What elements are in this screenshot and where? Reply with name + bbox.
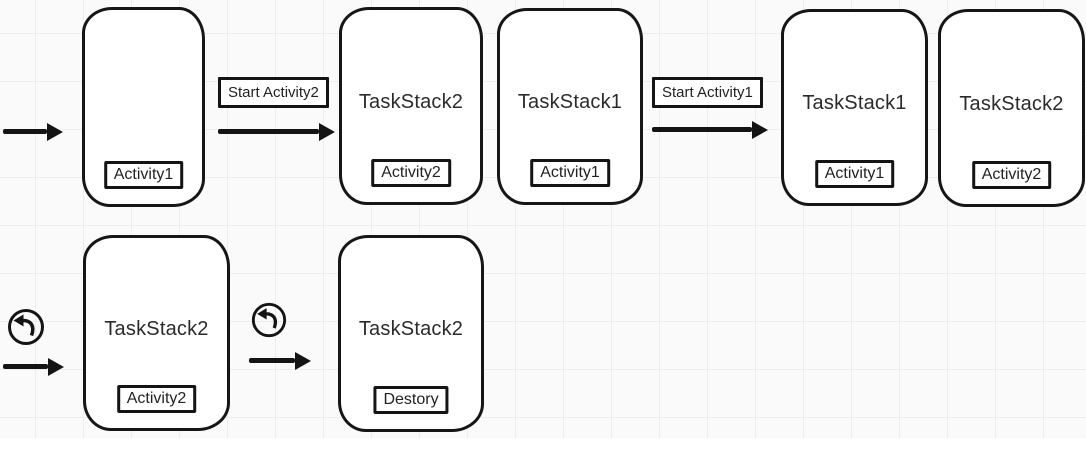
transition-label: Start Activity2 — [218, 77, 329, 108]
flow-arrow — [652, 127, 752, 132]
activity-chip: Activity2 — [116, 385, 197, 413]
activity-chip: Activity1 — [814, 160, 895, 188]
task-stack-title: TaskStack2 — [104, 317, 209, 340]
transition-label: Start Activity1 — [652, 77, 763, 108]
task-stack-title: TaskStack2 — [959, 92, 1064, 115]
activity-chip: Activity2 — [371, 159, 451, 187]
flow-arrow — [3, 364, 48, 369]
task-stack-box: TaskStack2 Activity2 — [938, 9, 1085, 207]
task-stack-box: Activity1 — [82, 7, 205, 207]
task-stack-box: TaskStack2 Activity2 — [83, 235, 230, 431]
flow-arrow — [218, 129, 319, 134]
task-stack-title: TaskStack1 — [517, 91, 623, 114]
flow-arrow — [249, 358, 295, 363]
activity-chip: Activity1 — [103, 161, 184, 189]
back-arrow-icon — [8, 309, 44, 345]
entry-arrow — [3, 129, 47, 134]
task-stack-title: TaskStack2 — [358, 90, 464, 113]
task-stack-box: TaskStack1 Activity1 — [497, 8, 643, 205]
activity-chip: Activity2 — [971, 161, 1052, 189]
task-stack-box: TaskStack2 Activity2 — [339, 7, 483, 205]
task-stack-title: TaskStack2 — [358, 318, 464, 341]
task-stack-box: TaskStack1 Activity1 — [781, 9, 928, 206]
back-arrow-icon — [251, 302, 287, 338]
task-stack-title: TaskStack1 — [802, 92, 907, 115]
activity-chip: Destory — [373, 386, 449, 414]
activity-chip: Activity1 — [530, 159, 610, 187]
task-stack-box: TaskStack2 Destory — [338, 235, 484, 432]
